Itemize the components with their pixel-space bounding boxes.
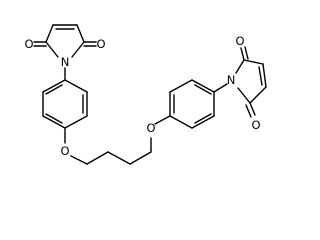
bond bbox=[249, 86, 267, 104]
bond bbox=[235, 59, 245, 74]
bond bbox=[70, 155, 88, 165]
bond bbox=[42, 115, 66, 129]
bond bbox=[258, 66, 263, 86]
bond bbox=[169, 115, 193, 129]
bond bbox=[45, 113, 63, 124]
bond bbox=[45, 24, 54, 43]
bond bbox=[64, 79, 88, 93]
bond bbox=[245, 104, 252, 118]
molecule-canvas: O O N O O N O O bbox=[24, 24, 267, 165]
maleimide-ring-right bbox=[235, 46, 267, 118]
atom-label-nitrogen: N bbox=[227, 73, 236, 87]
atom-label-oxygen: O bbox=[24, 37, 33, 51]
atom-label-nitrogen: N bbox=[61, 55, 70, 69]
bond bbox=[76, 24, 85, 43]
bond bbox=[64, 115, 88, 129]
atom-label-oxygen: O bbox=[235, 34, 244, 48]
bond bbox=[42, 79, 66, 93]
bond bbox=[169, 79, 193, 93]
structure-drawing: O O N O O N O O bbox=[24, 24, 267, 165]
atom-label-oxygen: O bbox=[96, 37, 105, 51]
bond bbox=[262, 63, 267, 88]
bond bbox=[107, 151, 131, 165]
bond bbox=[240, 47, 245, 61]
bond bbox=[45, 41, 59, 58]
bond bbox=[71, 41, 85, 58]
bond bbox=[237, 87, 251, 104]
bond bbox=[194, 113, 212, 124]
bond bbox=[129, 151, 152, 165]
maleimide-ring-left bbox=[33, 24, 97, 58]
bond bbox=[243, 59, 264, 65]
bond bbox=[244, 46, 249, 60]
bond bbox=[213, 83, 228, 93]
bond bbox=[191, 79, 215, 93]
bond bbox=[249, 102, 256, 116]
bond bbox=[45, 84, 63, 95]
phenyl-ring-left bbox=[42, 79, 88, 129]
phenyl-ring-right bbox=[169, 79, 215, 129]
bond bbox=[86, 151, 109, 165]
atom-label-oxygen: O bbox=[60, 144, 69, 158]
bond bbox=[154, 115, 171, 125]
atom-label-oxygen: O bbox=[146, 121, 155, 135]
atom-label-oxygen: O bbox=[251, 118, 260, 132]
bond bbox=[194, 84, 212, 95]
bond bbox=[191, 115, 215, 129]
butyl-linker bbox=[70, 137, 152, 165]
